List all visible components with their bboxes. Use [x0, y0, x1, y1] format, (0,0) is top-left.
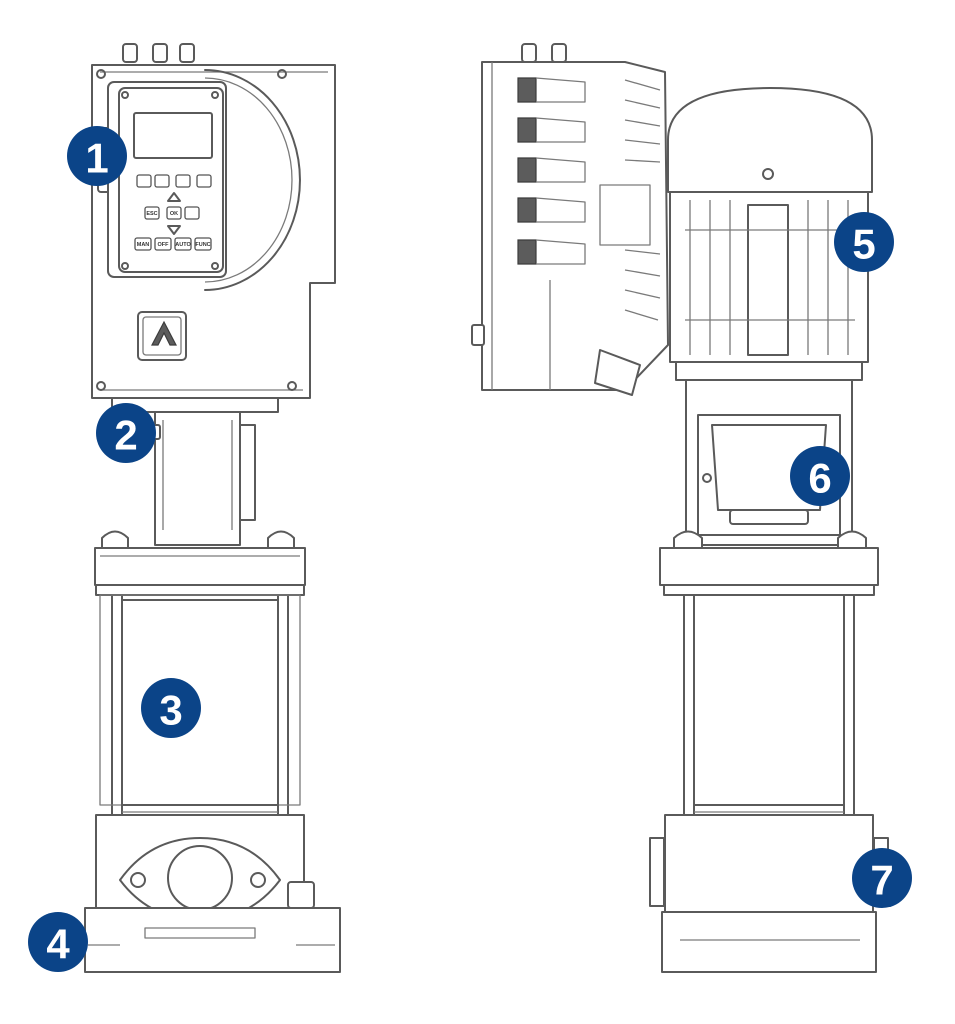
- callout-5-label: 5: [852, 221, 875, 268]
- key-esc: ESC: [146, 211, 157, 217]
- callout-6: 6: [790, 446, 850, 506]
- side-drive-box: [471, 61, 669, 396]
- callout-7-label: 7: [870, 857, 893, 904]
- side-pump-head: [659, 530, 879, 596]
- callout-markers: 1 2 3 4 5 6 7: [28, 126, 912, 972]
- pump-head: [94, 530, 306, 596]
- callout-2: 2: [96, 403, 156, 463]
- side-view-pump: [471, 43, 889, 973]
- control-panel: ESC OK MAN OFF AUTO FUNC: [107, 81, 227, 278]
- front-view-pump: ESC OK MAN OFF AUTO FUNC: [84, 43, 341, 973]
- key-man: MAN: [137, 242, 150, 248]
- callout-6-label: 6: [808, 455, 831, 502]
- callout-3: 3: [141, 678, 201, 738]
- cable-glands-top: [122, 43, 195, 63]
- callout-1: 1: [67, 126, 127, 186]
- pump-base: [84, 814, 341, 973]
- callout-5: 5: [834, 212, 894, 272]
- callout-2-label: 2: [114, 412, 137, 459]
- key-auto: AUTO: [175, 242, 191, 248]
- key-off: OFF: [158, 242, 170, 248]
- callout-7: 7: [852, 848, 912, 908]
- motor: [667, 87, 873, 381]
- motor-stool: [111, 397, 279, 546]
- callout-4: 4: [28, 912, 88, 972]
- key-func: FUNC: [195, 242, 210, 248]
- lcd-display: [133, 112, 213, 159]
- main-switch: [137, 311, 187, 361]
- callout-3-label: 3: [159, 687, 182, 734]
- callout-4-label: 4: [46, 921, 70, 968]
- callout-1-label: 1: [85, 135, 108, 182]
- side-pump-base: [649, 814, 889, 973]
- key-ok: OK: [170, 211, 178, 217]
- side-glands-top: [521, 43, 567, 63]
